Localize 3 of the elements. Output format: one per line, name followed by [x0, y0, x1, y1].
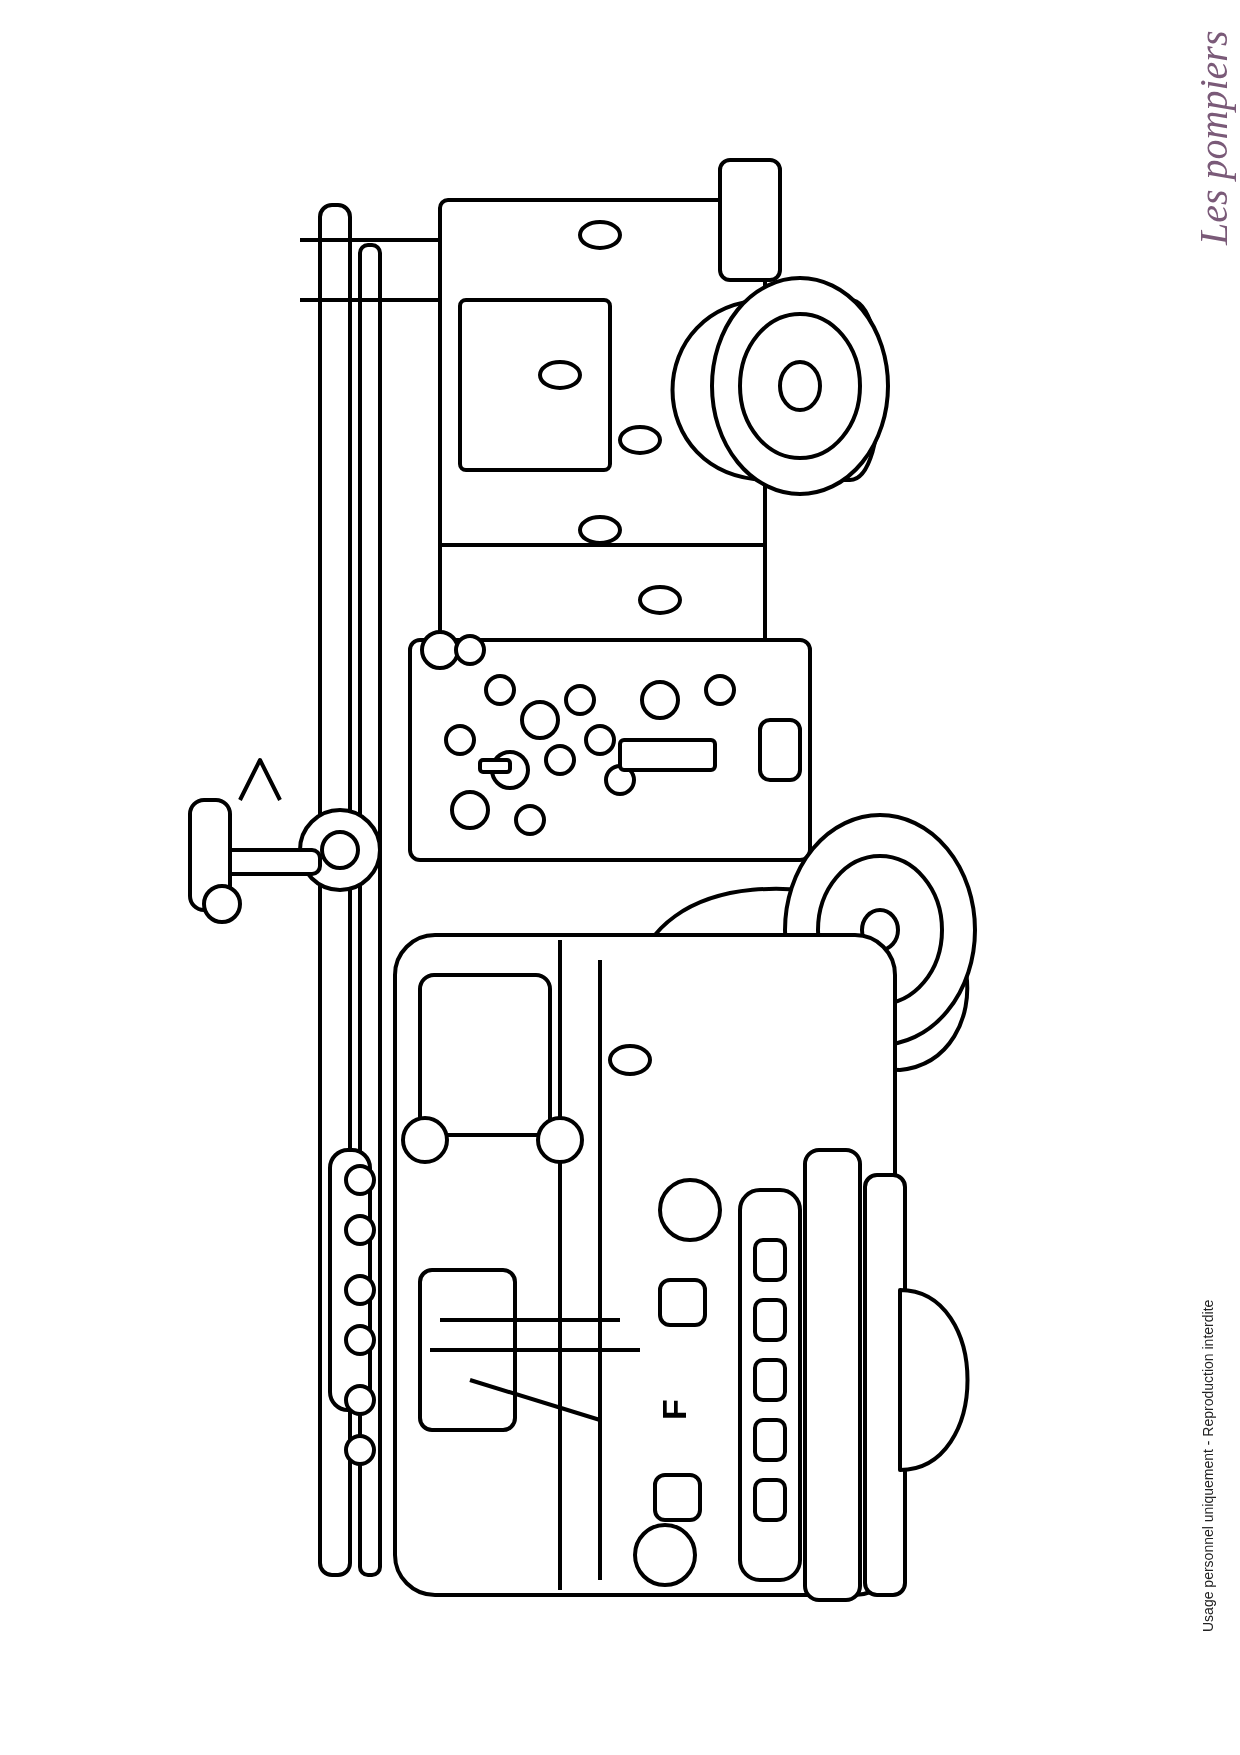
- truck-lettering: F: [655, 1399, 694, 1420]
- copyright-note: Usage personnel uniquement - Reproduction interdite: [1200, 1299, 1216, 1632]
- page-title: Les pompiers: [1190, 30, 1237, 245]
